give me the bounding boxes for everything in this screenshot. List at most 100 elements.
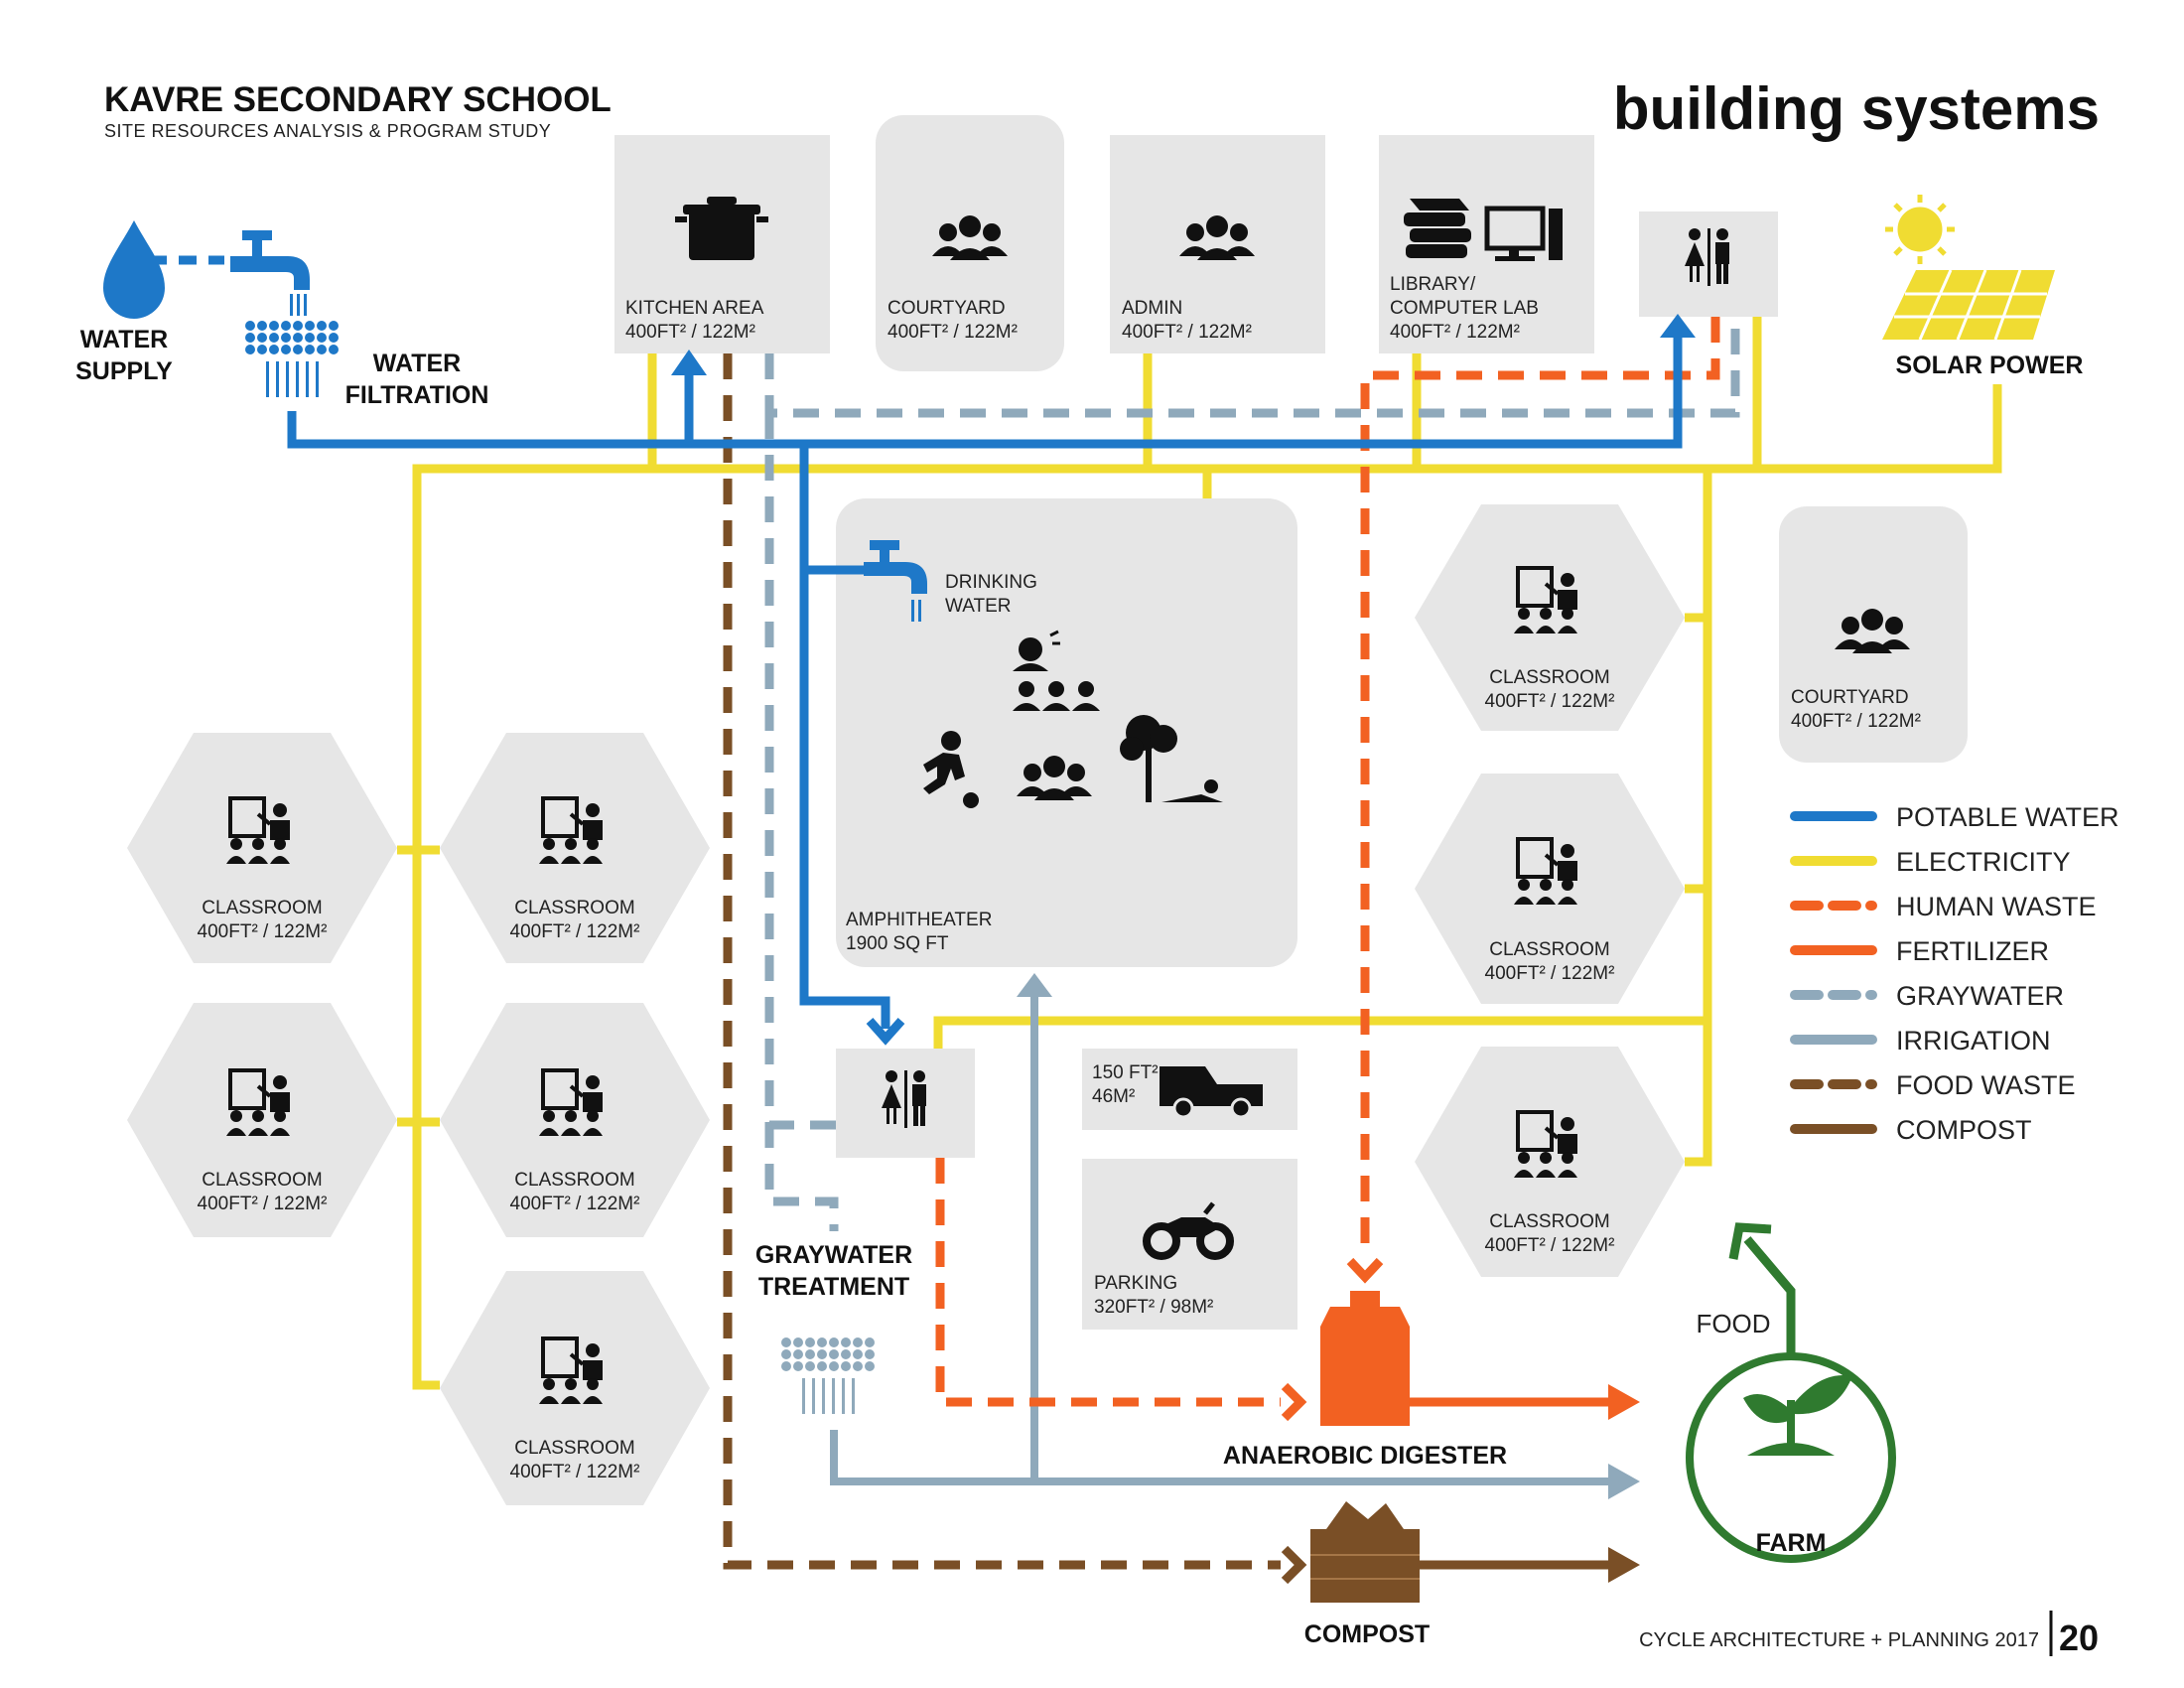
classroom-7-name: CLASSROOM — [1489, 939, 1609, 960]
subtitle: SITE RESOURCES ANALYSIS & PROGRAM STUDY — [104, 121, 551, 141]
water-drop-icon — [103, 220, 165, 319]
truck-area-2: 46M² — [1092, 1086, 1135, 1107]
water-filtration-label-2: FILTRATION — [345, 381, 489, 409]
filter-dot — [781, 1361, 791, 1371]
filter-dot — [829, 1349, 839, 1359]
graywater-treatment-label-1: GRAYWATER — [755, 1241, 912, 1269]
filter-stream — [306, 361, 309, 397]
legend-label: HUMAN WASTE — [1896, 892, 2097, 921]
courtyard-top-name: COURTYARD — [887, 298, 1006, 319]
classroom-4-name: CLASSROOM — [514, 1170, 634, 1191]
solar-power-label: SOLAR POWER — [1896, 352, 2084, 379]
filter-dot — [269, 345, 279, 354]
kitchen-name: KITCHEN AREA — [625, 298, 764, 319]
footer-credit: CYCLE ARCHITECTURE + PLANNING 2017 — [1639, 1629, 2039, 1651]
library-name-1: LIBRARY/ — [1390, 274, 1476, 295]
filter-dot — [245, 333, 255, 343]
electricity-lines — [397, 317, 2002, 1390]
food-line — [1743, 1236, 1796, 1356]
legend-label: FOOD WASTE — [1896, 1070, 2076, 1100]
filter-dot — [865, 1349, 875, 1359]
amphitheater-room — [836, 498, 1297, 967]
filter-dot — [841, 1361, 851, 1371]
filter-dot — [257, 321, 267, 331]
filter-dot — [329, 321, 339, 331]
legend-label: COMPOST — [1896, 1115, 2032, 1145]
filter-dot — [317, 333, 327, 343]
filter-dot — [865, 1337, 875, 1347]
filter-dot — [293, 333, 303, 343]
courtyard-right-area: 400FT² / 122M² — [1791, 711, 1921, 732]
water-filtration-label-1: WATER — [373, 350, 461, 377]
parking-area — [1082, 1159, 1297, 1330]
admin-room — [1110, 135, 1325, 353]
filter-dot — [329, 333, 339, 343]
classroom-7-area: 400FT² / 122M² — [1485, 963, 1615, 984]
truck-area-1: 150 FT² — [1092, 1062, 1159, 1083]
food-waste-arrow — [1281, 1545, 1307, 1585]
filter-dot — [257, 345, 267, 354]
filter-stream — [802, 1378, 805, 1414]
classroom-5-area: 400FT² / 122M² — [510, 1462, 640, 1482]
legend-label: POTABLE WATER — [1896, 802, 2119, 832]
filter-dot — [829, 1361, 839, 1371]
filter-icon — [245, 321, 339, 397]
filter-stream — [266, 361, 269, 397]
solar-panel-icon — [1882, 269, 2055, 341]
water-supply-label-1: WATER — [80, 326, 168, 353]
food-arrow — [1728, 1222, 1772, 1260]
filter-dot — [305, 321, 315, 331]
library-name-2: COMPUTER LAB — [1390, 298, 1539, 319]
filter-dot — [817, 1349, 827, 1359]
filter-dot — [293, 345, 303, 354]
courtyard-top-area: 400FT² / 122M² — [887, 322, 1018, 343]
filter-dot — [317, 345, 327, 354]
amphitheater-name: AMPHITHEATER — [846, 910, 992, 930]
fertilizer-arrow — [1608, 1384, 1640, 1420]
food-label: FOOD — [1696, 1309, 1770, 1338]
drinking-water-label-2: WATER — [945, 596, 1012, 617]
amphitheater-area: 1900 SQ FT — [846, 933, 949, 954]
library-area: 400FT² / 122M² — [1390, 322, 1520, 343]
potable-arrow-kitchen — [671, 350, 707, 375]
food-waste-lines — [723, 353, 1281, 1570]
digester-tank-icon — [1320, 1291, 1410, 1426]
filter-dot — [781, 1337, 791, 1347]
computer-icon — [1484, 206, 1563, 261]
filter-dot — [781, 1349, 791, 1359]
motorcycle-icon — [1143, 1201, 1234, 1260]
filter-dot — [853, 1361, 863, 1371]
filter-stream — [832, 1378, 835, 1414]
filter-dot — [805, 1349, 815, 1359]
tree-person-icon — [1120, 715, 1223, 802]
soccer-player-icon — [923, 731, 979, 808]
filter-dot — [805, 1337, 815, 1347]
potable-water-lines — [287, 334, 1683, 1029]
filter-stream — [286, 361, 289, 397]
admin-name: ADMIN — [1122, 298, 1182, 319]
filter-dot — [269, 333, 279, 343]
irrigation-arrow-right — [1608, 1464, 1640, 1499]
filter-dot — [281, 333, 291, 343]
filter-stream — [842, 1378, 845, 1414]
water-supply-label-2: SUPPLY — [75, 357, 173, 385]
compost-arrow — [1608, 1547, 1640, 1583]
truck-icon — [1160, 1066, 1263, 1119]
courtyard-right-room — [1779, 506, 1968, 763]
filter-dot — [853, 1349, 863, 1359]
filter-dot — [841, 1349, 851, 1359]
classroom-8-name: CLASSROOM — [1489, 1211, 1609, 1232]
classroom-2-area: 400FT² / 122M² — [510, 921, 640, 942]
filter-dot — [817, 1337, 827, 1347]
classroom-1-area: 400FT² / 122M² — [198, 921, 328, 942]
classroom-3-name: CLASSROOM — [202, 1170, 322, 1191]
parking-name: PARKING — [1094, 1273, 1177, 1294]
courtyard-right-name: COURTYARD — [1791, 687, 1909, 708]
filter-stream — [822, 1378, 825, 1414]
classroom-4-area: 400FT² / 122M² — [510, 1194, 640, 1214]
farm-label: FARM — [1756, 1529, 1827, 1557]
filter-dot — [829, 1337, 839, 1347]
classroom-3-area: 400FT² / 122M² — [198, 1194, 328, 1214]
classroom-8-area: 400FT² / 122M² — [1485, 1235, 1615, 1256]
